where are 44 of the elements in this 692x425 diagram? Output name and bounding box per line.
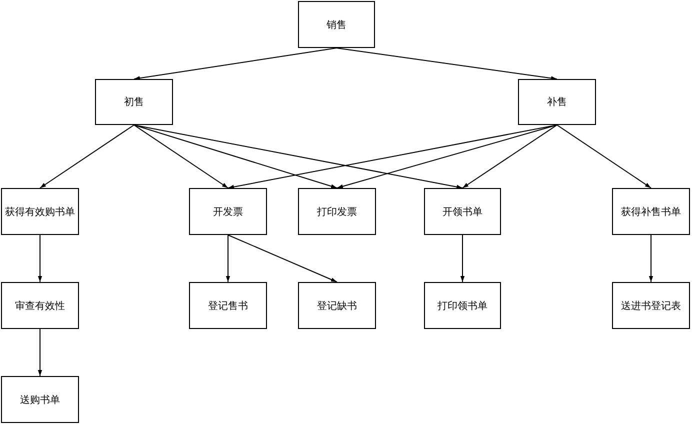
process-box [424,188,501,235]
box-label: 送购书单 [20,394,60,406]
process-box [612,282,690,329]
arrow [556,124,652,188]
arrow [226,234,230,282]
box-label: 获得有效购书单 [5,206,75,218]
process-box [189,282,267,329]
process-box [424,282,501,329]
box-label: 获得补售书单 [621,206,681,218]
process-box [1,376,79,423]
box-label: 打印发票 [317,206,357,218]
process-box [518,79,596,125]
arrow [462,124,558,188]
box-label: 补售 [547,96,567,109]
process-box [612,188,690,235]
process-box [1,188,79,235]
box-label: 打印领书单 [438,300,488,312]
process-box [298,282,376,329]
arrow [134,124,463,189]
arrow [336,124,558,188]
box-label: 送进书登记表 [621,300,681,312]
box-label: 开领书单 [442,206,482,218]
process-box [95,79,173,125]
process-box [1,282,79,329]
box-label: 销售 [326,18,346,32]
box-label: 登记售书 [208,300,248,312]
process-box [298,188,376,235]
arrow [336,48,558,80]
arrow [40,124,134,188]
box-label: 初售 [124,96,144,109]
arrow [134,124,338,188]
arrow [134,48,337,80]
arrow [460,234,465,282]
box-label: 审查有效性 [15,300,65,312]
process-box [298,1,375,48]
box-label: 登记缺书 [317,300,357,312]
arrow [38,234,42,282]
box-label: 开发票 [213,206,243,218]
arrow [648,234,654,282]
arrow [38,328,42,376]
arrow [228,234,338,282]
arrow [228,124,558,189]
process-box [189,188,267,235]
arrow [134,124,228,188]
